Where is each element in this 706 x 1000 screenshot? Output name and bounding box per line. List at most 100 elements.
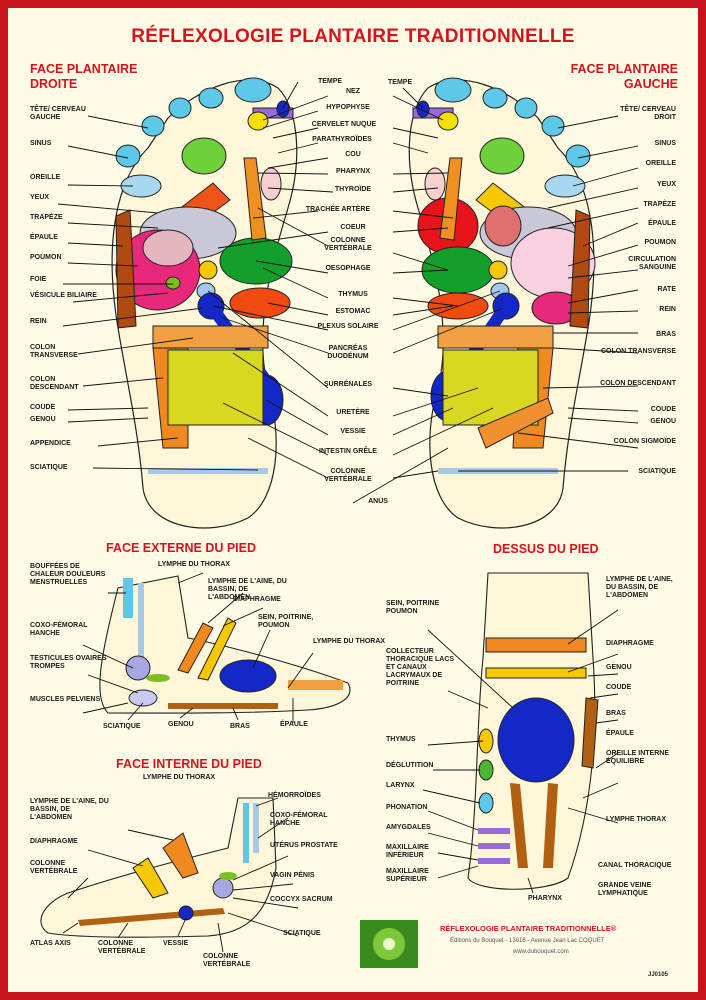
lower-leader-lines [62, 572, 619, 953]
section-internal: FACE INTERNE DU PIED [116, 757, 262, 771]
reflex-label: COLONNE VERTÉBRALE [324, 237, 372, 252]
reflex-label: COLONNE VERTÉBRALE [30, 860, 78, 875]
external-foot [99, 575, 351, 714]
reflex-label: ESTOMAC [335, 308, 371, 315]
reflex-label: SINUS [654, 140, 676, 147]
reflex-label: COUDE [30, 404, 56, 411]
reflex-label: COUDE [650, 406, 676, 413]
page-title: RÉFLEXOLOGIE PLANTAIRE TRADITIONNELLE [131, 26, 575, 47]
reflex-label: DÉGLUTITION [386, 762, 434, 769]
reflex-label: COEUR [340, 224, 366, 231]
reflex-label: COUDE [606, 684, 632, 691]
reflex-label: SEIN, POITRINE, POUMON [258, 614, 314, 629]
reflex-label: MAXILLAIRE SUPÉRIEUR [386, 868, 429, 883]
sole-leader-lines [57, 81, 639, 504]
reflex-label: PARATHYROÏDES [312, 136, 372, 143]
footer-publisher: Éditions du Bouquet - 13016 - Avenue Jea… [450, 938, 605, 944]
reflex-label: CIRCULATION SANGUINE [628, 256, 676, 271]
reflex-label: COLONNE VERTÉBRALE [324, 468, 372, 483]
reflex-label: SCIATIQUE [283, 930, 321, 937]
reflex-label: COXO-FÉMORAL HANCHE [270, 812, 328, 827]
reflex-label: THYMUS [386, 736, 416, 743]
reflex-label: HÉMORROÏDES [268, 792, 321, 799]
reflex-label: CERVELET NUQUE [311, 121, 377, 128]
reflex-label: REIN [30, 318, 47, 325]
reflex-label: ÉPAULE [280, 721, 308, 728]
reflex-label: ANUS [368, 498, 388, 505]
reflex-label: COLON DESCENDANT [30, 376, 79, 391]
reflex-label: LYMPHE DE L'AINE, DU BASSIN, DE L'ABDOME… [208, 578, 287, 601]
footer-title: RÉFLEXOLOGIE PLANTAIRE TRADITIONNELLE® [440, 924, 617, 933]
reflex-label: POUMON [644, 239, 677, 246]
reflex-label: SURRÉNALES [323, 381, 373, 388]
reflex-label: COLON DESCENDANT [600, 380, 676, 387]
reflex-label: COLON TRANSVERSE [30, 344, 78, 359]
reflex-label: APPENDICE [30, 440, 71, 447]
reflex-label: TRAPÈZE [643, 201, 676, 208]
reflex-label: COLONNE VERTÉBRALE [98, 940, 146, 955]
reflex-label: BRAS [656, 331, 676, 338]
reflex-label: COXO-FÉMORAL HANCHE [30, 622, 88, 637]
footer-code: JJ0105 [648, 972, 669, 978]
reflex-label: BOUFFÉES DE CHALEUR DOULEURS MENSTRUELLE… [30, 563, 106, 586]
reflex-label: REIN [659, 306, 676, 313]
reflex-label: UTÉRUS PROSTATE [270, 842, 338, 849]
reflex-label: BRAS [606, 710, 626, 717]
reflex-label: COLON SIGMOÏDE [613, 438, 676, 445]
reflex-label: PLEXUS SOLAIRE [317, 323, 379, 330]
reflex-label: DIAPHRAGME [30, 838, 78, 845]
reflex-label: ÉPAULE [30, 234, 58, 241]
reflex-label: VÉSICULE BILIAIRE [30, 292, 97, 299]
reflex-label: INTESTIN GRÊLE [319, 448, 377, 455]
reflex-label: LYMPHE DU THORAX [313, 638, 386, 645]
reflex-label: VESSIE [340, 428, 366, 435]
illustration [40, 77, 639, 968]
reflex-label: TESTICULES OVAIRES TROMPES [30, 655, 107, 670]
reflex-label: GENOU [30, 416, 56, 423]
reflex-label: SCIATIQUE [638, 468, 676, 475]
reflex-label: GENOU [168, 721, 194, 728]
reflex-label: COU [345, 151, 361, 158]
reflex-label: TEMPE [317, 78, 343, 85]
reflex-label: MAXILLAIRE INFÉRIEUR [386, 844, 429, 859]
label-tempe-right: TEMPE [388, 79, 413, 86]
reflex-label: THYROÏDE [334, 186, 372, 193]
reflex-label: THYMUS [338, 291, 368, 298]
reflex-label: OREILLE [30, 174, 61, 181]
reflex-label: COLON TRANSVERSE [600, 348, 676, 355]
reflex-label: SEIN, POITRINE POUMON [386, 600, 440, 615]
reflex-label: DIAPHRAGME [233, 596, 281, 603]
reflex-label: GENOU [650, 418, 676, 425]
reflex-label: COLLECTEUR THORACIQUE LACS ET CANAUX LAC… [386, 648, 455, 687]
reflex-label: PHARYNX [336, 168, 370, 175]
reflex-label: DIAPHRAGME [606, 640, 654, 647]
reflex-label: OREILLE [645, 160, 676, 167]
poster: RÉFLEXOLOGIE PLANTAIRE TRADITIONNELLE [8, 8, 698, 992]
reflex-label: COCCYX SACRUM [270, 896, 333, 903]
reflex-label: ÉPAULE [648, 220, 676, 227]
reflex-label: COLONNE VERTÉBRALE [203, 953, 251, 968]
reflex-label: RATE [657, 286, 676, 293]
reflex-label: BRAS [230, 723, 250, 730]
reflex-label: LYMPHE DE L'AINE, DU BASSIN, DE L'ABDOME… [606, 576, 673, 599]
reflex-label: SCIATIQUE [103, 723, 141, 730]
footer-website: www.dubouquet.com [513, 949, 569, 955]
reflex-label: TÊTE/ CERVEAU GAUCHE [30, 106, 86, 121]
reflex-label: VAGIN PÉNIS [270, 872, 315, 879]
reflex-label: OESOPHAGE [325, 265, 371, 272]
reflex-label: LARYNX [386, 782, 415, 789]
reflex-label: TÊTE/ CERVEAU DROIT [620, 106, 676, 121]
reflex-label: TRAPÈZE [30, 214, 63, 221]
reflex-label: LYMPHE DE L'AINE, DU BASSIN, DE L'ABDOME… [30, 798, 109, 821]
section-left-sole: FACE PLANTAIRE GAUCHE [570, 62, 678, 91]
reflex-label: YEUX [30, 194, 50, 201]
reflex-label: FOIE [30, 276, 47, 283]
reflex-label: LYMPHE DU THORAX [143, 774, 216, 781]
reflex-label: ATLAS AXIS [30, 940, 71, 947]
reflex-label: URETÈRE [336, 409, 370, 416]
reflex-label: PANCRÉAS DUODÉNUM [327, 345, 369, 360]
reflex-label: LYMPHE DU THORAX [158, 561, 231, 568]
reflex-label: GRANDE VEINE LYMPHATIQUE [598, 882, 652, 897]
reflex-label: HYPOPHYSE [326, 104, 370, 111]
internal-foot [40, 797, 277, 938]
